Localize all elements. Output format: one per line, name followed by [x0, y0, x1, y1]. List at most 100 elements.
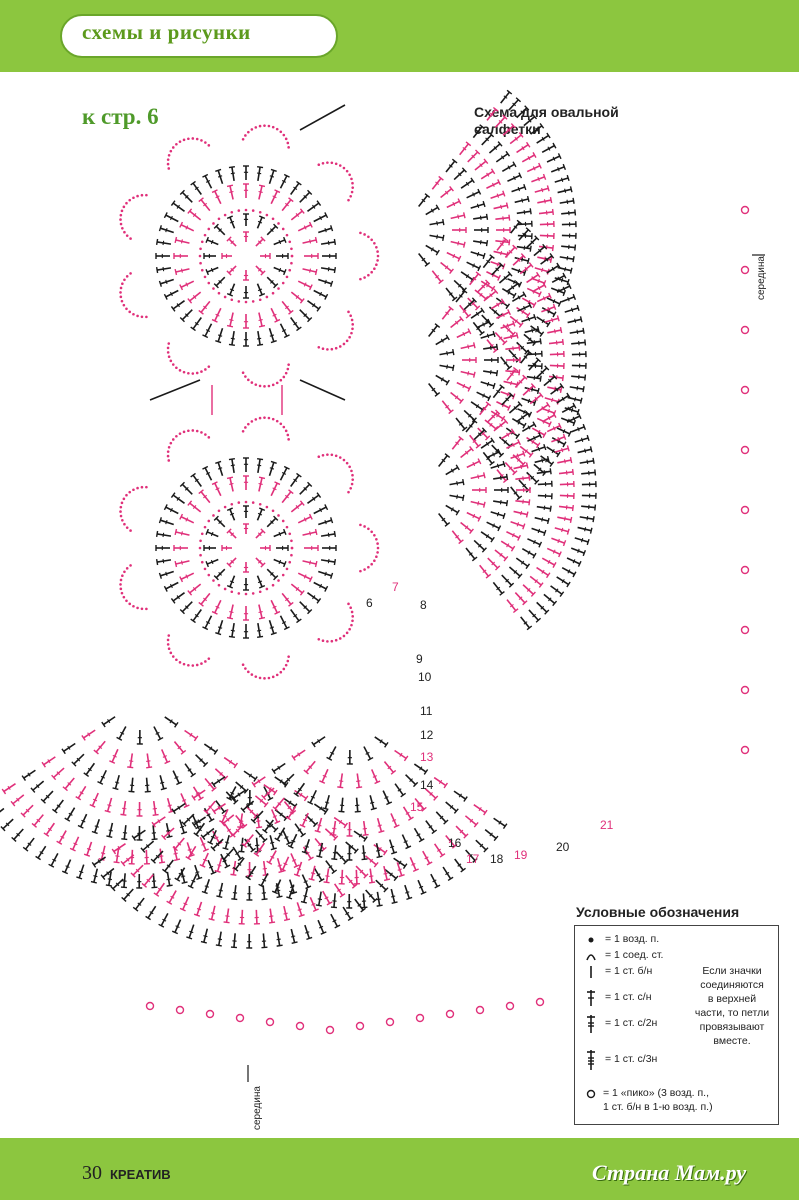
stitch-mark	[264, 819, 274, 832]
stitch-mark	[531, 439, 535, 444]
chain-dot	[347, 310, 350, 314]
chain-dot	[199, 247, 202, 251]
stitch-mark	[157, 819, 161, 824]
stitch-mark	[203, 809, 209, 815]
chain-dot	[119, 510, 122, 513]
stitch-mark	[86, 841, 93, 856]
stitch-mark	[206, 531, 219, 538]
pico-mark	[235, 1013, 245, 1023]
stitch-mark	[108, 871, 112, 886]
stitch-mark	[212, 838, 224, 850]
stitch-mark	[67, 782, 72, 786]
stitch-mark	[489, 254, 495, 260]
chain-dot	[277, 514, 280, 517]
stitch-mark	[93, 749, 99, 755]
stitch-mark	[383, 887, 389, 893]
stitch-mark	[450, 507, 454, 512]
stitch-mark	[539, 234, 554, 237]
stitch-mark	[186, 817, 191, 822]
stitch-mark	[502, 512, 506, 520]
stitch-mark	[526, 165, 541, 173]
stitch-mark	[274, 837, 281, 842]
stitch-mark	[526, 388, 531, 392]
chain-dot	[191, 664, 195, 667]
stitch-mark	[498, 120, 503, 124]
stitch-mark	[513, 279, 516, 285]
stitch-mark	[180, 516, 195, 524]
stitch-mark	[560, 177, 564, 183]
stitch-mark	[235, 781, 247, 792]
stitch-mark	[208, 818, 215, 823]
stitch-mark	[546, 185, 550, 192]
stitch-mark	[289, 833, 298, 848]
stitch-mark	[209, 746, 213, 751]
stitch-mark	[486, 181, 500, 189]
chain-dot	[277, 287, 280, 290]
stitch-mark	[141, 882, 148, 888]
stitch-mark	[456, 494, 459, 499]
stitch-mark	[306, 936, 313, 941]
stitch-mark	[47, 759, 51, 764]
stitch-mark	[532, 362, 537, 367]
stitch-mark	[317, 824, 322, 827]
stitch-mark	[309, 789, 317, 804]
stitch-mark	[303, 888, 309, 903]
stitch-mark	[522, 385, 534, 396]
stitch-mark	[472, 461, 476, 467]
stitch-mark	[508, 392, 515, 398]
stitch-mark	[226, 270, 232, 276]
stitch-mark	[398, 860, 402, 865]
row-number: 21	[600, 818, 614, 832]
stitch-mark	[166, 831, 171, 836]
pico-mark	[740, 325, 750, 335]
stitch-mark	[485, 137, 489, 142]
stitch-mark	[418, 195, 428, 207]
stitch-mark	[393, 875, 399, 882]
stitch-mark	[378, 830, 385, 834]
stitch-mark	[391, 851, 398, 855]
stitch-mark	[517, 573, 523, 579]
stitch-mark	[511, 532, 515, 538]
arc-icon	[586, 954, 596, 961]
stitch-mark	[332, 919, 337, 923]
stitch-mark	[445, 311, 450, 315]
stitch-mark	[454, 858, 464, 871]
stitch-mark	[32, 780, 45, 791]
row-number: 20	[556, 840, 570, 854]
chain-dot	[182, 138, 186, 142]
stitch-mark	[516, 107, 528, 119]
stitch-mark	[468, 853, 473, 858]
stitch-mark	[185, 574, 189, 579]
stitch-mark	[205, 236, 209, 243]
stitch-mark	[515, 97, 522, 103]
stitch-mark	[320, 241, 336, 245]
chain-dot	[217, 291, 221, 295]
stitch-mark	[501, 394, 513, 406]
stitch-mark	[481, 547, 487, 553]
stitch-mark	[324, 519, 327, 525]
stitch-mark	[383, 872, 388, 875]
stitch-mark	[79, 791, 84, 795]
stitch-mark	[534, 479, 540, 485]
stitch-mark	[488, 132, 495, 138]
stitch-mark	[413, 827, 423, 841]
chain-dot	[279, 378, 283, 382]
stitch-mark	[551, 397, 554, 403]
chain-dot	[125, 567, 129, 570]
stitch-mark	[229, 575, 236, 588]
stitch-mark	[460, 867, 466, 873]
stitch-mark	[523, 269, 527, 277]
stitch-mark	[463, 796, 468, 802]
stitch-mark	[278, 870, 285, 874]
stitch-mark	[316, 306, 322, 312]
stitch-mark	[431, 829, 438, 835]
stitch-mark	[435, 275, 440, 279]
stitch-mark	[76, 876, 83, 880]
stitch-mark	[549, 196, 553, 204]
stitch-mark	[516, 341, 528, 353]
stitch-mark	[311, 741, 316, 748]
stitch-mark	[176, 867, 186, 881]
stitch-mark	[507, 174, 521, 182]
chain-dot	[271, 583, 275, 587]
stitch-mark	[522, 584, 534, 595]
